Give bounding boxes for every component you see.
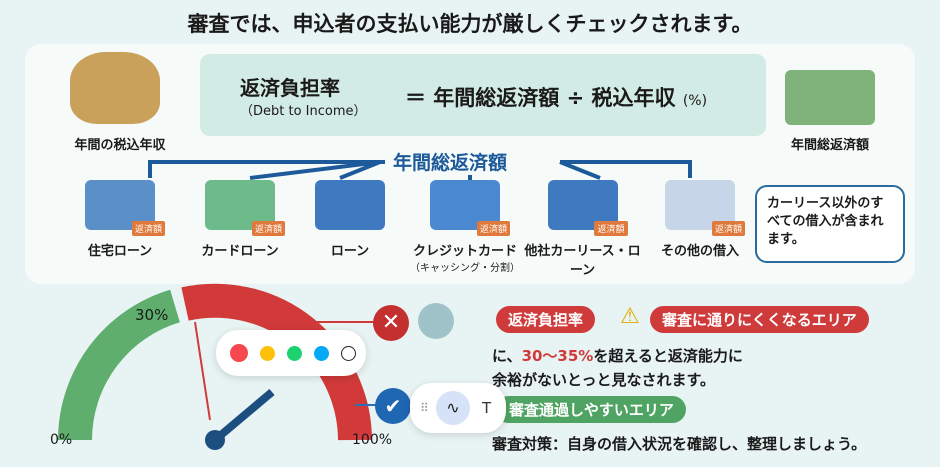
house-icon: 返済額 [85, 180, 165, 236]
badge: 返済額 [131, 221, 165, 236]
item-name: 住宅ローン [87, 244, 153, 259]
item-car-lease: 返済額他社カーリース・ローン [520, 180, 645, 278]
item-housing-loan: 返済額住宅ローン [60, 180, 180, 259]
drag-handle-icon[interactable]: ⠿ [420, 401, 429, 415]
cash-stack-icon [785, 70, 875, 125]
desc-pre: に、 [492, 347, 522, 365]
car-icon: 返済額 [547, 180, 628, 236]
gauge-green-zone [58, 289, 181, 441]
wallet-icon [315, 180, 385, 230]
item-credit-card: 返済額クレジットカード （キャッシング・分割） [405, 180, 525, 274]
warning-icon: ⚠ [620, 304, 640, 329]
badge: 返済額 [711, 221, 745, 236]
item-other-borrowing: 返済額その他の借入 [640, 180, 760, 259]
gauge-hub [205, 430, 225, 450]
text-tool-button[interactable]: T [482, 399, 492, 417]
description-line2: 余裕がないとっと見なされます。 [492, 371, 716, 389]
income-label: 年間の税込年収 [74, 138, 166, 153]
check-icon: ✔ [375, 388, 411, 424]
unit-text: (%) [682, 93, 708, 109]
gauge-min-label: 0% [50, 432, 73, 448]
money-bag-icon [70, 52, 160, 124]
credit-card-icon: 返済額 [430, 180, 510, 236]
item-card-loan: 返済額カードローン [180, 180, 300, 259]
color-green-swatch[interactable] [287, 345, 302, 361]
red-area-tag: 審査に通りにくくなるエリア [650, 306, 869, 333]
document-icon: 返済額 [665, 180, 745, 236]
badge: 返済額 [476, 221, 510, 236]
card-wallet-icon: 返済額 [205, 180, 285, 236]
badge: 返済額 [251, 221, 285, 236]
equation-text: ＝ 年間総返済額 ÷ 税込年収 [405, 86, 676, 110]
total-repayment-heading: 年間総返済額 [385, 148, 516, 175]
formula-name-en: （Debt to Income） [240, 104, 367, 119]
formula-name: 返済負担率 [240, 76, 340, 100]
badge: 返済額 [594, 221, 628, 236]
desc-highlight: 30〜35% [521, 347, 594, 365]
repayment-label: 年間総返済額 [790, 138, 869, 153]
green-area-tag: 審査通過しやすいエリア [495, 396, 686, 423]
formula-equation: ＝ 年間総返済額 ÷ 税込年収 (%) [405, 82, 707, 112]
red-tag: 返済負担率 [496, 306, 596, 333]
color-red-swatch[interactable] [230, 344, 248, 362]
color-white-swatch[interactable] [341, 345, 356, 361]
cross-icon: ✕ [373, 305, 409, 341]
description-line1: に、30〜35%を超えると返済能力に [492, 345, 743, 366]
color-blue-swatch[interactable] [314, 345, 329, 361]
gauge-needle [212, 388, 275, 444]
item-name: カードローン [201, 244, 279, 259]
branch-arrows [148, 160, 692, 180]
item-loan: ローン [290, 180, 410, 259]
desc-post: を超えると返済能力に [593, 347, 743, 365]
formula-box [200, 54, 766, 136]
advice-text: 審査対策：自身の借入状況を確認し、整理しましょう。 [492, 435, 867, 453]
annotation-toolbar: ⠿ ∿ T [410, 383, 506, 433]
worried-face-icon [418, 303, 454, 339]
gauge-35-label: 35% [200, 294, 236, 312]
item-name: ローン [330, 244, 370, 259]
note-bubble: カーリース以外のすべての借入が含まれます。 [755, 185, 905, 263]
color-yellow-swatch[interactable] [260, 345, 275, 361]
page-title: 審査では、申込者の支払い能力が厳しくチェックされます。 [187, 12, 753, 36]
item-name: クレジットカード [412, 244, 517, 259]
item-sub: （キャッシング・分割） [410, 263, 520, 274]
gauge-30-label: 30% [135, 306, 169, 324]
item-name: その他の借入 [660, 244, 739, 259]
gauge-max-label: 100% [352, 432, 393, 448]
pen-tool-icon[interactable]: ∿ [436, 391, 470, 425]
item-name: 他社カーリース・ローン [524, 244, 641, 278]
color-palette [216, 330, 366, 376]
